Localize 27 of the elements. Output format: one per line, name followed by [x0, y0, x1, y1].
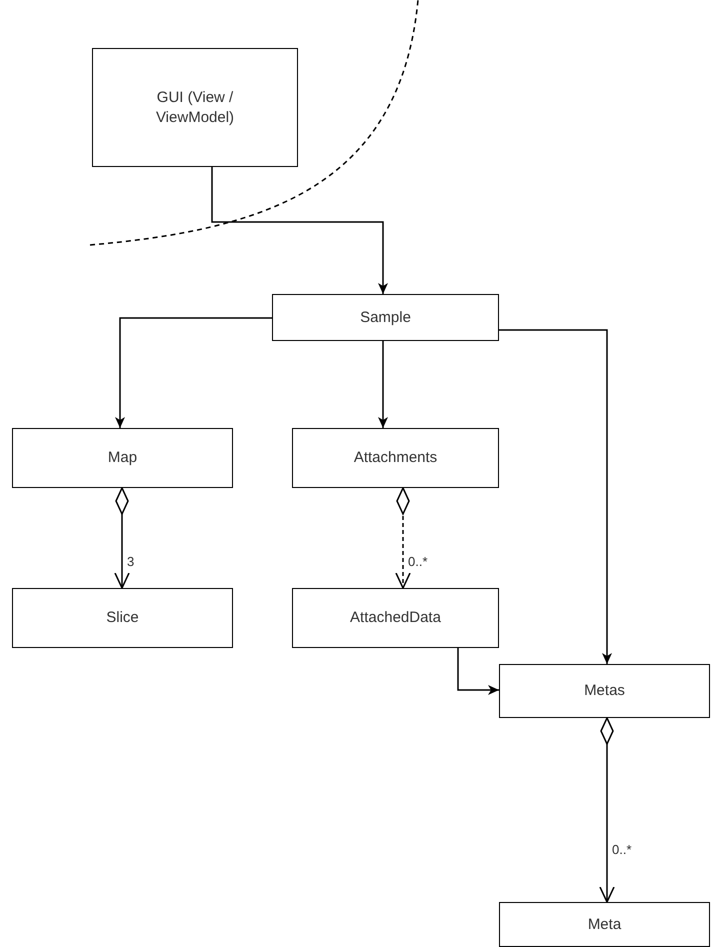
class-box — [12, 588, 233, 648]
multiplicity-label: 3 — [126, 555, 136, 568]
class-name: GUI (View / ViewModel) — [154, 88, 236, 127]
class-name: Meta — [588, 914, 622, 934]
aggregation-connector — [599, 717, 615, 903]
class-box — [499, 902, 710, 947]
class-box — [292, 428, 499, 488]
aggregation-connector — [395, 487, 411, 589]
arrow — [378, 341, 388, 428]
aggregation-connector — [114, 487, 130, 589]
class-box — [92, 48, 298, 167]
class-name: Slice — [106, 608, 139, 628]
class-name: Sample — [360, 308, 411, 328]
multiplicity-label: 0..* — [407, 555, 429, 568]
arrow — [211, 167, 388, 294]
class-name: Attachments — [354, 448, 438, 468]
class-box — [272, 294, 499, 341]
arrow — [457, 648, 499, 695]
class-name: AttachedData — [350, 608, 441, 628]
class-name: Metas — [584, 681, 625, 701]
arrow — [499, 329, 612, 664]
class-box — [499, 664, 710, 718]
class-box — [292, 588, 499, 648]
arrow — [115, 317, 272, 428]
multiplicity-label: 0..* — [611, 843, 633, 856]
class-name: Map — [108, 448, 138, 468]
class-box — [12, 428, 233, 488]
